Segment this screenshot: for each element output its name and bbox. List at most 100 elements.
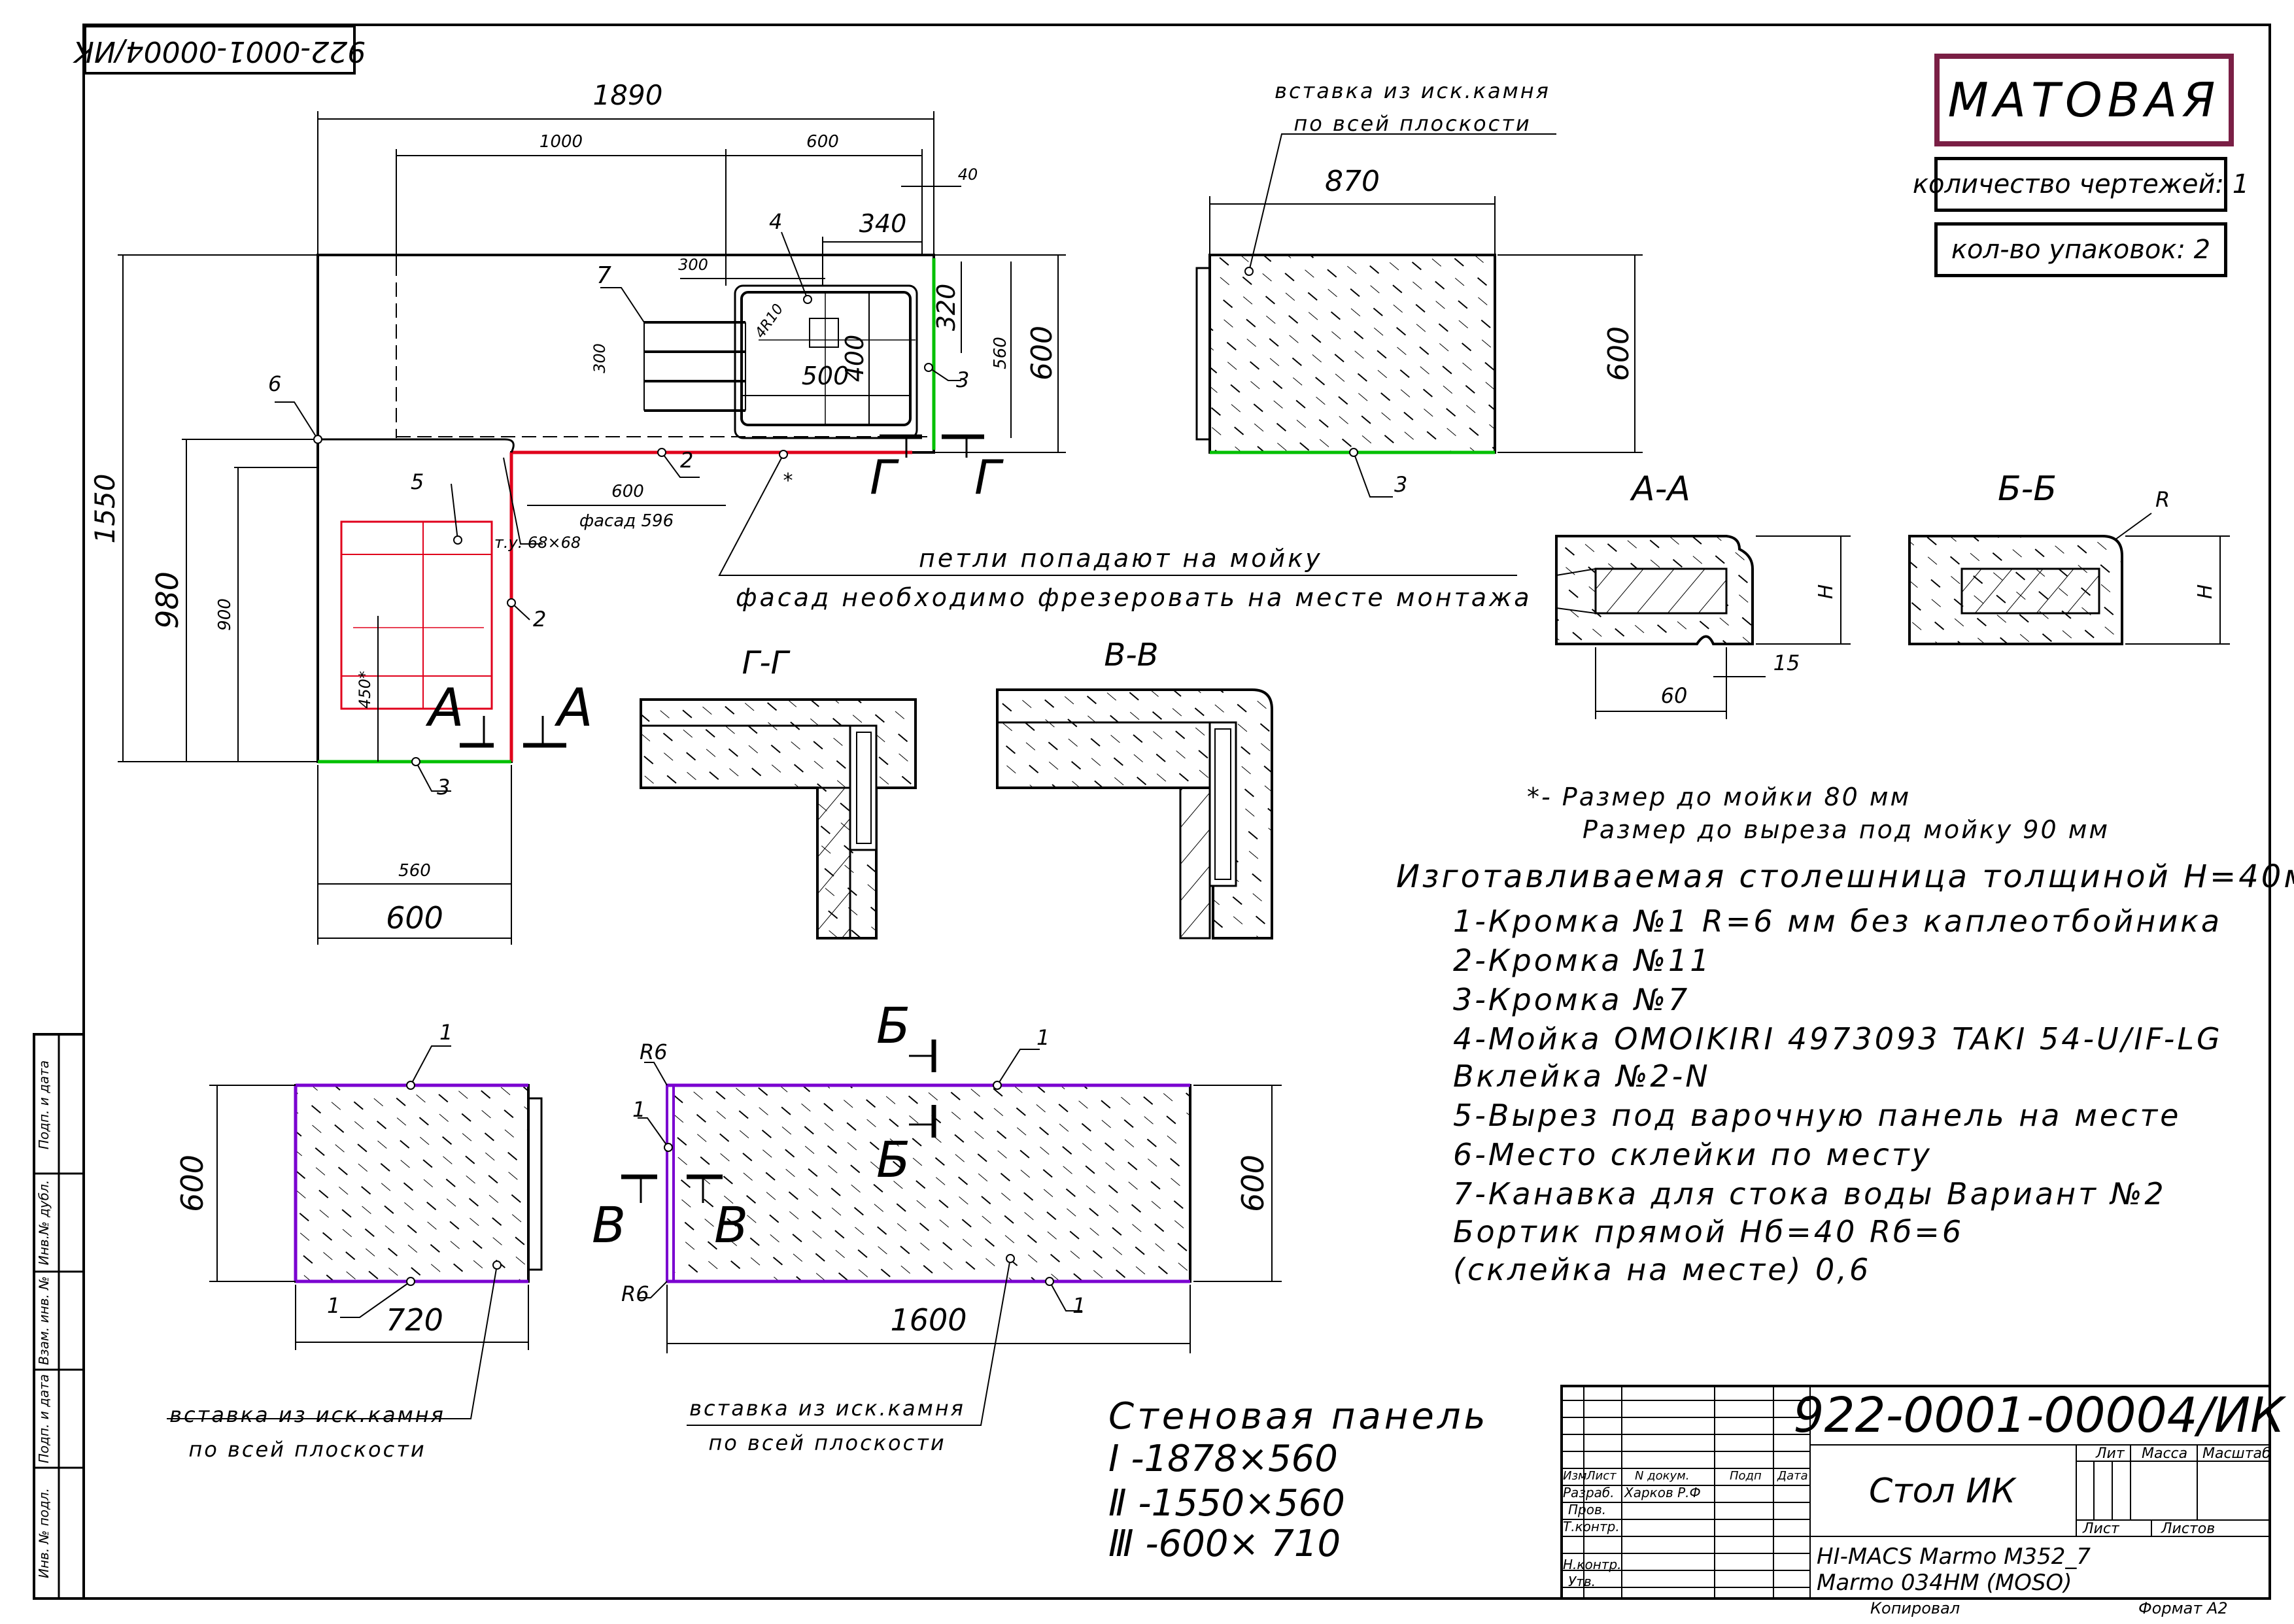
- insert-text-1600-1: вставка из иск.камня: [689, 1396, 965, 1421]
- panel-720-height: 600: [175, 1155, 210, 1212]
- section-gg: Г-Г: [640, 645, 917, 939]
- bb-title: Б-Б: [1998, 469, 2057, 509]
- tb-h-izm: Изм: [1563, 1469, 1587, 1483]
- note-item-2: 2-Кромка №11: [1453, 943, 1712, 978]
- wall-panel-block: Стеновая панель Ⅰ -1878×560 Ⅱ -1550×560 …: [1108, 1395, 1489, 1565]
- panel-1600-r6-top: R6: [640, 1040, 668, 1064]
- callout-2-left: 2: [533, 607, 546, 632]
- section-mark-b-bottom: Б: [876, 1130, 910, 1189]
- callout-2-top: 2: [680, 448, 693, 473]
- section-mark-v-right: В: [714, 1196, 748, 1254]
- dim-star: *: [783, 469, 793, 492]
- note-item-6: 5-Вырез под варочную панель на месте: [1453, 1098, 2181, 1133]
- panel-720-callout-top: 1: [439, 1020, 453, 1045]
- panel-870-callout: 3: [1394, 472, 1407, 497]
- section-bb: Б-Б H R: [1908, 469, 2230, 645]
- panel-720: 600 720 1 1 вставка из иск.камня по всей…: [167, 1020, 543, 1462]
- dim-40: 40: [958, 165, 978, 184]
- dim-1000: 1000: [539, 132, 583, 152]
- dim-300: 300: [678, 256, 708, 274]
- tb-material-1: HI-MACS Marmo M352_7: [1817, 1544, 2091, 1570]
- dim-980: 980: [150, 571, 185, 629]
- panel-720-width: 720: [386, 1302, 443, 1338]
- tb-prov: Пров.: [1568, 1502, 1606, 1517]
- dim-1550: 1550: [89, 474, 121, 544]
- tb-list: Лист: [2082, 1521, 2120, 1537]
- panel-1600-r6-bottom: R6: [621, 1281, 649, 1306]
- note-item-7: 6-Место склейки по месту: [1453, 1137, 1932, 1172]
- note-star-1: *- Размер до мойки 80 мм: [1527, 783, 1911, 811]
- notes-block: *- Размер до мойки 80 мм Размер до вырез…: [1396, 783, 2294, 1287]
- note-facade: фасад необходимо фрезеровать на месте мо…: [736, 583, 1532, 612]
- tb-h-ndoc: N докум.: [1635, 1469, 1689, 1483]
- dim-600-bottom: 600: [386, 900, 443, 936]
- section-mark-g-left: Г: [870, 450, 899, 505]
- panel-1600-height: 600: [1235, 1155, 1271, 1212]
- callout-4: 4: [769, 209, 782, 234]
- tb-format: Формат А2: [2138, 1599, 2228, 1617]
- tb-razrab: Разраб.: [1563, 1485, 1615, 1500]
- bb-r: R: [2155, 487, 2170, 512]
- panel-1600-callout-1b: 1: [632, 1097, 645, 1122]
- plan-outline: [317, 254, 935, 763]
- dim-320: 320: [932, 284, 961, 331]
- tb-masshtab: Масштаб: [2202, 1446, 2271, 1462]
- title-block: 922-0001-00004/ИК Стол ИК HI-MACS Marmo …: [1560, 1385, 2287, 1617]
- callout-5: 5: [411, 469, 424, 494]
- wall-panel-1: Ⅰ -1878×560: [1108, 1438, 1338, 1480]
- aa-15: 15: [1773, 651, 1800, 675]
- section-mark-v-left: В: [592, 1196, 626, 1254]
- dim-400: 400: [840, 335, 869, 382]
- aa-h: H: [1815, 584, 1838, 600]
- dim-340: 340: [859, 209, 907, 238]
- tb-utv: Утв.: [1568, 1574, 1596, 1589]
- panel-720-callout-bottom: 1: [327, 1293, 340, 1318]
- packages-count-badge: кол-во упаковок: 2: [1934, 222, 2227, 277]
- tb-material-2: Marmo 034HM (MOSO): [1817, 1570, 2072, 1596]
- section-vv: В-В: [996, 637, 1273, 939]
- tb-tkontr: Т.контр.: [1563, 1519, 1620, 1534]
- dim-r10: 4R10: [752, 301, 787, 341]
- note-star-2: Размер до выреза под мойку 90 мм: [1583, 815, 2110, 844]
- section-mark-a-left: А: [425, 677, 464, 738]
- insert-text-870-1: вставка из иск.камня: [1275, 78, 1550, 103]
- panel-1600-callout-1a: 1: [1036, 1025, 1050, 1050]
- finish-badge: МАТОВАЯ: [1934, 54, 2234, 146]
- section-mark-g-right: Г: [974, 450, 1004, 505]
- plan-view: 1890 1000 600 40 340 300 320 560 600 400…: [89, 79, 1532, 945]
- gg-title: Г-Г: [742, 645, 791, 681]
- stamp-top-text: 922-0001-00004/ИК: [73, 35, 366, 68]
- plan-cabinets-dashed: [396, 262, 927, 438]
- panel-870-width: 870: [1325, 165, 1380, 198]
- tb-name: Стол ИК: [1869, 1472, 2017, 1511]
- hob-cutout: [340, 520, 493, 710]
- tb-listov: Листов: [2161, 1521, 2215, 1537]
- wall-panel-2: Ⅱ -1550×560: [1108, 1482, 1345, 1525]
- dim-300-vert: 300: [591, 343, 609, 373]
- bb-h: H: [2194, 584, 2217, 600]
- callout-6: 6: [268, 371, 281, 396]
- dim-ty: т.у. 68×68: [494, 533, 581, 552]
- panel-1600-width: 1600: [890, 1302, 967, 1338]
- wall-panel-title: Стеновая панель: [1108, 1395, 1489, 1438]
- side-stamp-2: Подп. и дата: [36, 1374, 52, 1463]
- callout-3-plan: 3: [956, 367, 969, 392]
- tb-lit: Лит: [2095, 1446, 2125, 1462]
- tb-kopiroval: Копировал: [1870, 1599, 1960, 1617]
- stamp-top: 922-0001-00004/ИК: [73, 25, 366, 75]
- note-item-4: 4-Мойка OMOIKIRI 4973093 TAKI 54-U/IF-LG: [1453, 1021, 2223, 1057]
- note-item-9: Бортик прямой Hб=40 Rб=6: [1453, 1214, 1964, 1249]
- side-stamp-5: Подп. и дата: [36, 1060, 52, 1149]
- sink-inner: [740, 291, 912, 426]
- tb-nkontr: Н.контр.: [1563, 1557, 1622, 1572]
- insert-text-720-2: по всей плоскости: [188, 1437, 426, 1462]
- tb-h-data: Дата: [1777, 1469, 1808, 1483]
- dim-500: 500: [802, 362, 849, 390]
- insert-text-870-2: по всей плоскости: [1293, 111, 1531, 136]
- side-stamp-1: Инв. № подл.: [36, 1488, 52, 1578]
- drawings-count-badge: количество чертежей: 1: [1913, 157, 2249, 212]
- sink-drain: [809, 318, 839, 348]
- insert-text-720-1: вставка из иск.камня: [169, 1402, 445, 1427]
- note-item-5: Вклейка №2-N: [1453, 1058, 1711, 1094]
